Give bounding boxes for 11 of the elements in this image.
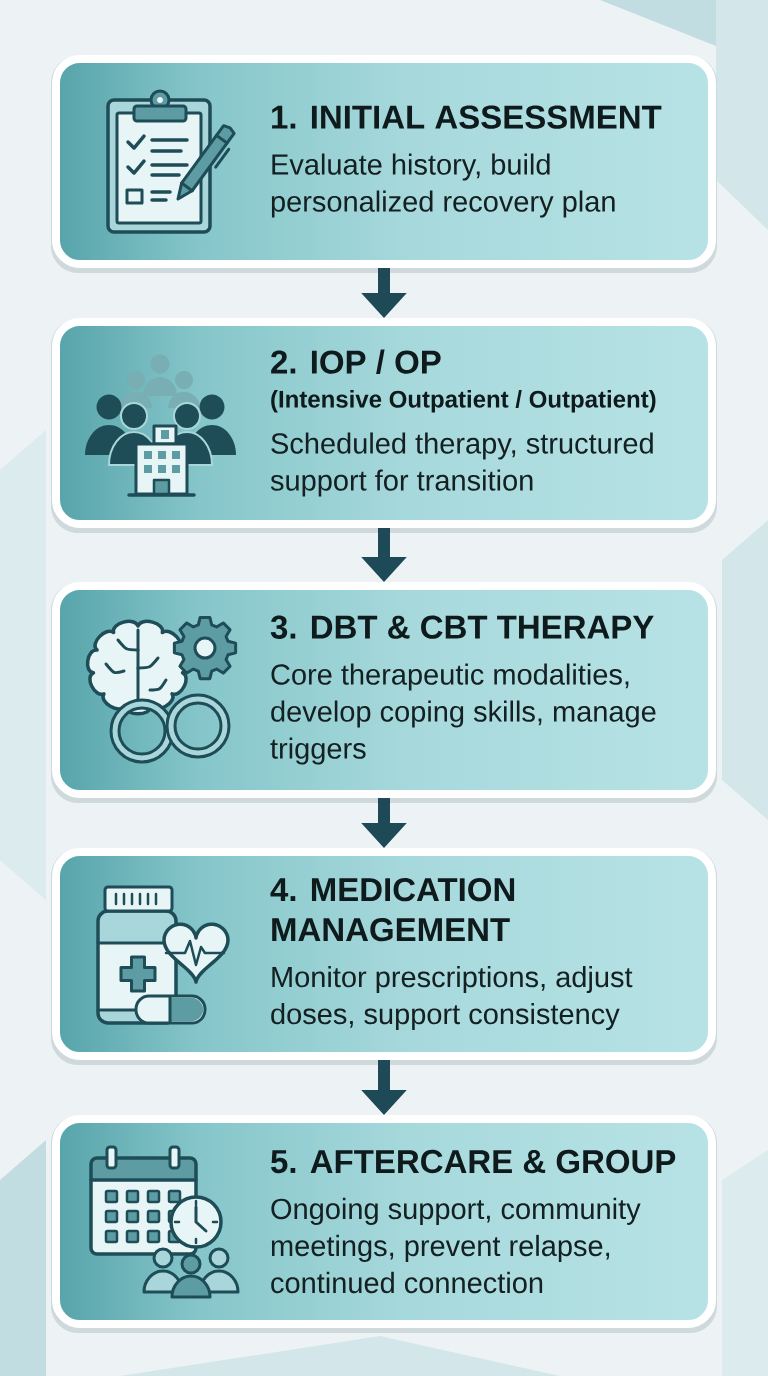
step-description: Monitor prescriptions, adjust doses, support consistency bbox=[271, 966, 633, 1031]
step-subtitle: (Intensive Outpatient / Outpatient) bbox=[271, 390, 656, 413]
step-description: Core therapeutic modalities, develop coping skills, manage triggers bbox=[270, 663, 656, 765]
step-title: 2. IOP / OP bbox=[271, 349, 441, 375]
step-title: 5. AFTERCARE & GROUP bbox=[271, 1149, 676, 1174]
step-description: Evaluate history, build personalized recovery plan bbox=[271, 153, 615, 218]
step-title: 1. INITIAL ASSESSMENT bbox=[272, 105, 662, 129]
step-description: Ongoing support, community meetings, prevent relapse, continued connection bbox=[271, 1197, 641, 1294]
step-title: 4. MEDICATION MANAGEMENT bbox=[270, 878, 515, 942]
step-description: Scheduled therapy, structured support for transition bbox=[270, 432, 653, 497]
step-title: 3. DBT & CBT THERAPY bbox=[270, 615, 654, 639]
